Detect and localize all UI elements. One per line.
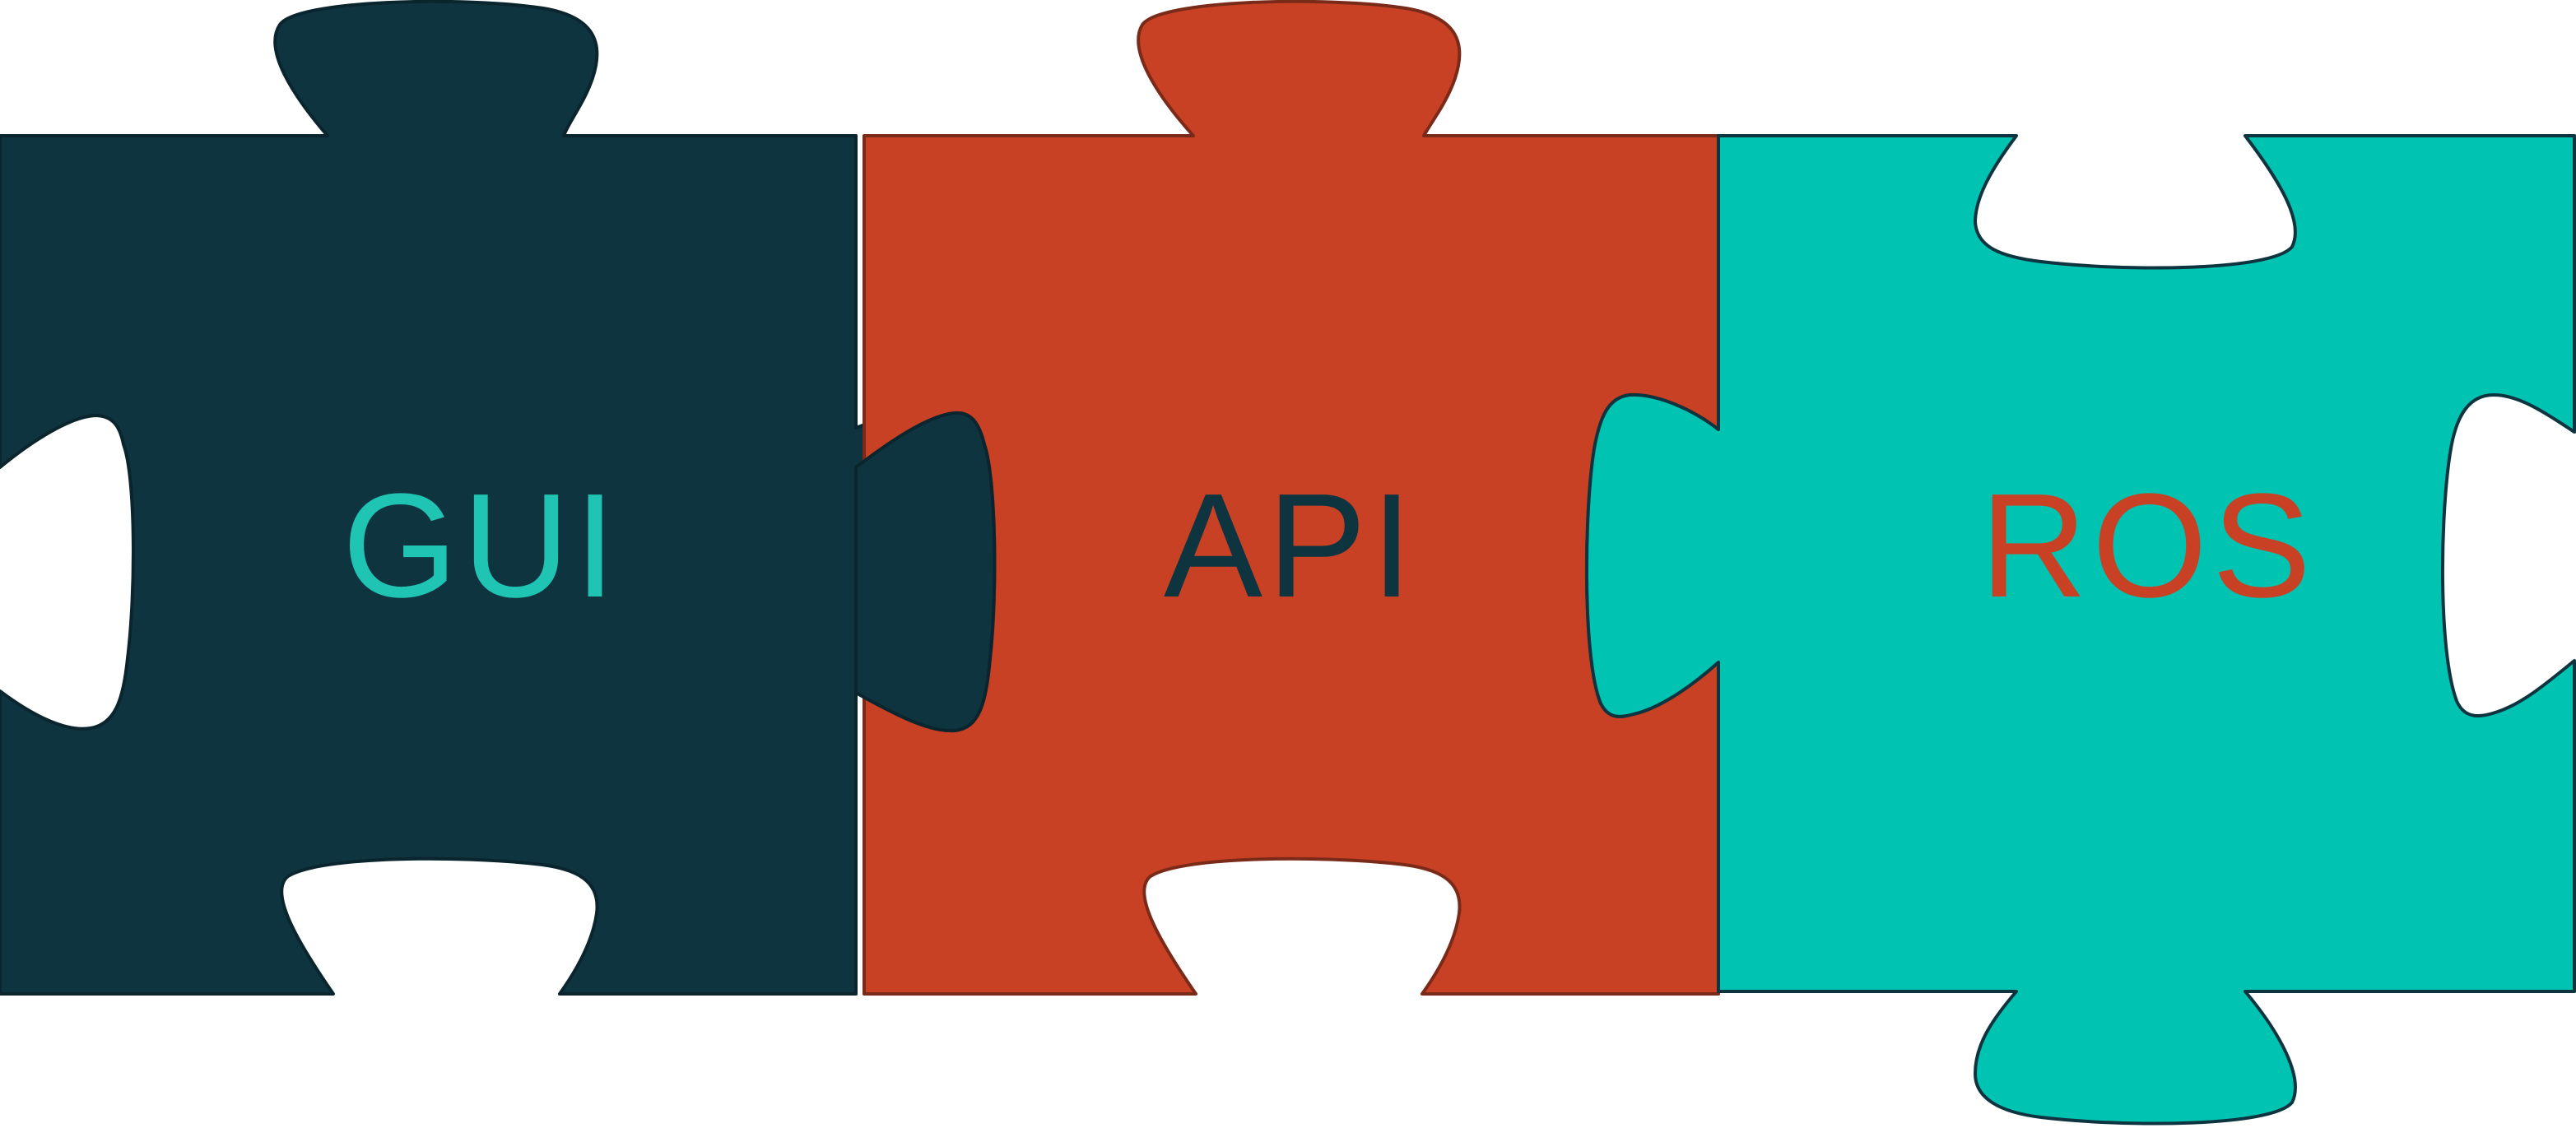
puzzle-label-gui: GUI: [342, 463, 621, 629]
puzzle-piece-gui: [0, 0, 1000, 996]
puzzle-label-api: API: [1164, 463, 1417, 629]
puzzle-piece-ros: [1584, 134, 2576, 1126]
puzzle-label-ros: ROS: [1980, 463, 2316, 629]
puzzle-piece-gui-tab: [854, 411, 997, 733]
